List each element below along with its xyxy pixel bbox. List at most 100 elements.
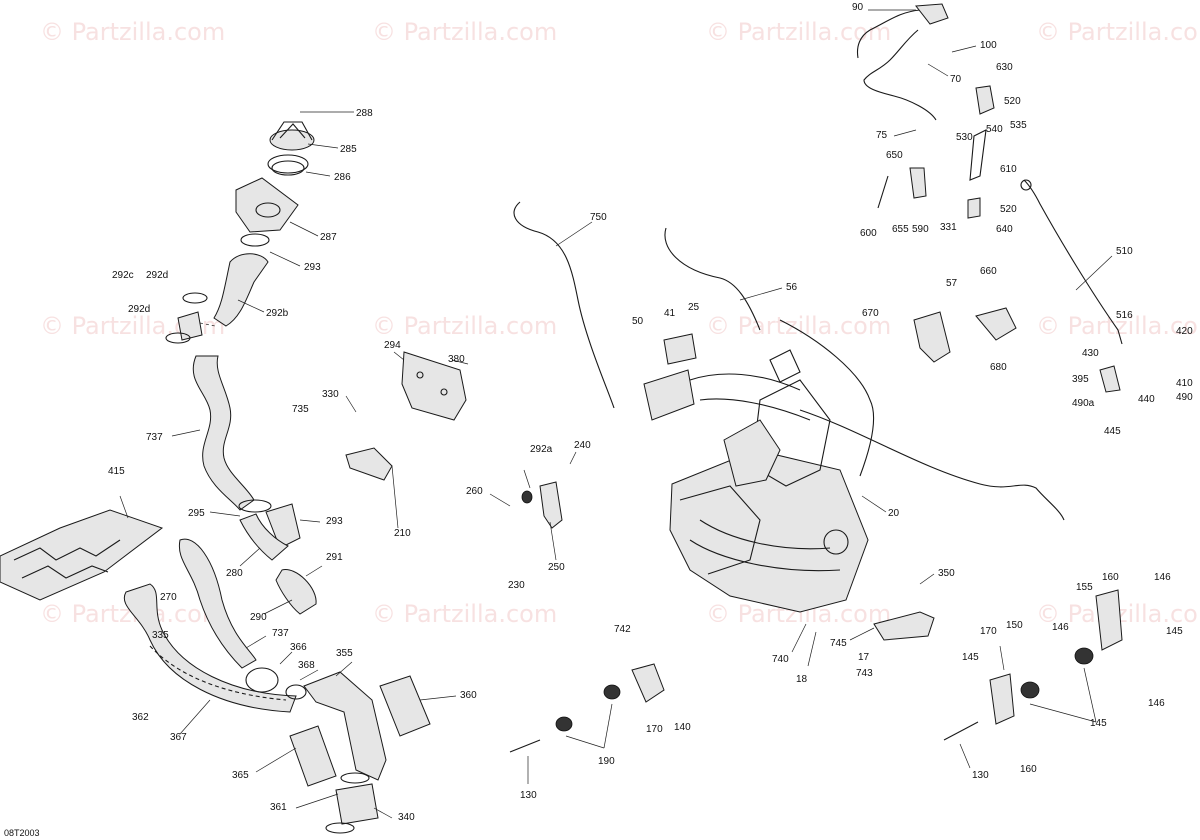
- engine-assembly: [643, 333, 869, 613]
- callout-label: 331: [940, 222, 957, 233]
- callout-label: 340: [398, 812, 415, 823]
- watermark-text: © Partzilla.com: [372, 312, 557, 340]
- callout-label: 290: [250, 612, 267, 623]
- callout-label: 285: [340, 144, 357, 155]
- callout-label: 430: [1082, 348, 1099, 359]
- callout-label: 50: [632, 316, 644, 327]
- callout-label: 740: [772, 654, 789, 665]
- callout-label: 146: [1154, 572, 1171, 583]
- callout-label: 293: [326, 516, 343, 527]
- callout-label: 530: [956, 132, 973, 143]
- callout-label: 145: [1166, 626, 1183, 637]
- callout-label: 90: [852, 2, 864, 13]
- watermark-text: © Partzilla.com: [40, 18, 225, 46]
- callout-label: 520: [1000, 204, 1017, 215]
- callout-label: 440: [1138, 394, 1155, 405]
- callout-label: 490a: [1072, 398, 1095, 409]
- callout-label: 742: [614, 624, 631, 635]
- callout-label: 145: [0, 0, 17, 3]
- callout-label: 145: [962, 652, 979, 663]
- callout-label: 140: [674, 722, 691, 733]
- long-intake-hose: [192, 355, 255, 511]
- callout-label: 490: [1176, 392, 1193, 403]
- air-filter-cap: [269, 121, 315, 151]
- callout-label: 41: [664, 308, 676, 319]
- callout-label: 160: [1102, 572, 1119, 583]
- callout-label: 660: [980, 266, 997, 277]
- callout-label: 630: [996, 62, 1013, 73]
- diagram-code: 08T2003: [4, 828, 40, 838]
- callout-label: 395: [1072, 374, 1089, 385]
- callout-label: 25: [688, 302, 700, 313]
- callout-label: 150: [1006, 620, 1023, 631]
- filter-clamp: [267, 154, 309, 176]
- callout-label: 355: [336, 648, 353, 659]
- watermark-text: © Partzilla.com: [706, 18, 891, 46]
- front-mount-plate: [509, 663, 665, 753]
- callout-label: 330: [322, 389, 339, 400]
- callout-label: 292b: [266, 308, 289, 319]
- callout-label: 292a: [530, 444, 553, 455]
- callout-label: 292d: [146, 270, 168, 281]
- callout-label: 270: [160, 592, 177, 603]
- callout-label: 743: [856, 668, 873, 679]
- callout-label: 75: [876, 130, 888, 141]
- callout-label: 250: [548, 562, 565, 573]
- callout-label: 410: [1176, 378, 1193, 389]
- callout-label: 288: [356, 108, 373, 119]
- callout-label: 260: [466, 486, 483, 497]
- callout-label: 445: [1104, 426, 1121, 437]
- watermark-text: © Partzilla.com: [372, 18, 557, 46]
- shift-bracket: [913, 307, 1121, 393]
- callout-label: 516: [1116, 310, 1133, 321]
- callout-label: 294: [384, 340, 401, 351]
- callout-label: 590: [912, 224, 929, 235]
- throttle-cable: [856, 3, 995, 219]
- callout-label: 280: [226, 568, 243, 579]
- callout-label: 415: [108, 466, 125, 477]
- callout-label: 540: [986, 124, 1003, 135]
- callout-label: 70: [950, 74, 962, 85]
- leader-lines: [119, 9, 1113, 819]
- callout-label: 293: [304, 262, 321, 273]
- callout-label: 286: [334, 172, 351, 183]
- callout-label: 57: [946, 278, 958, 289]
- callout-label: 655: [892, 224, 909, 235]
- callout-label: 420: [1176, 326, 1193, 337]
- callout-label: 745: [830, 638, 847, 649]
- air-box-bracket: [235, 177, 299, 233]
- callout-label: 535: [1010, 120, 1027, 131]
- skid-plate: [0, 509, 164, 601]
- callout-label: 367: [170, 732, 187, 743]
- callout-label: 295: [188, 508, 205, 519]
- callout-label: 155: [1076, 582, 1093, 593]
- callout-label: 510: [1116, 246, 1133, 257]
- callout-label: 170: [980, 626, 997, 637]
- callout-label: 362: [132, 712, 149, 723]
- callout-label: 130: [520, 790, 537, 801]
- callout-label: 380: [448, 354, 465, 365]
- callout-label: 146: [1052, 622, 1069, 633]
- mount-bracket: [521, 481, 563, 529]
- callout-label: 287: [320, 232, 337, 243]
- callout-label: 737: [146, 432, 163, 443]
- callout-label: 56: [786, 282, 798, 293]
- callout-label: 292d: [128, 304, 150, 315]
- callout-label: 291: [326, 552, 343, 563]
- coupler-clamps: [165, 292, 216, 344]
- callout-label: 750: [590, 212, 607, 223]
- callout-label: 160: [1020, 764, 1037, 775]
- callout-label: 366: [290, 642, 307, 653]
- callout-label: 737: [272, 628, 289, 639]
- parts-artwork: [0, 3, 1123, 834]
- callout-label: 368: [298, 660, 315, 671]
- watermark-text: © Partzilla.com: [1036, 18, 1200, 46]
- center-bracket: [401, 351, 467, 421]
- callout-label: 18: [796, 674, 808, 685]
- rear-mount-plates: [943, 589, 1123, 741]
- callout-label: 600: [860, 228, 877, 239]
- watermark-layer: © Partzilla.com © Partzilla.com © Partzill…: [40, 18, 1200, 628]
- watermark-text: © Partzilla.com: [372, 600, 557, 628]
